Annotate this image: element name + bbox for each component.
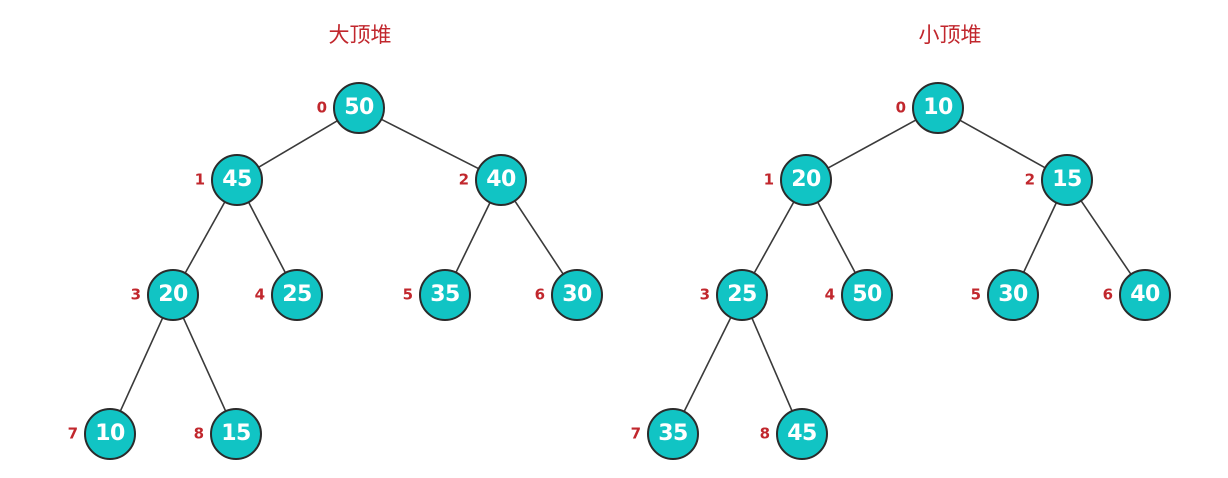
tree-node[interactable]: 45 (776, 408, 828, 460)
tree-node-index-label: 7 (67, 424, 78, 443)
tree-edge (751, 317, 793, 412)
tree-node[interactable]: 20 (147, 269, 199, 321)
tree-node[interactable]: 25 (716, 269, 768, 321)
tree-node-index-label: 1 (194, 170, 205, 189)
tree-node-value: 30 (562, 282, 592, 307)
tree-title-max-heap: 大顶堆 (328, 23, 392, 47)
tree-node-index-label: 5 (970, 285, 981, 304)
tree-node-value: 10 (923, 95, 953, 120)
tree-node[interactable]: 45 (211, 154, 263, 206)
tree-edge (184, 201, 226, 274)
tree-node-index-label: 2 (1024, 170, 1035, 189)
tree-node-value: 50 (344, 95, 374, 120)
tree-node[interactable]: 30 (551, 269, 603, 321)
tree-node-value: 45 (222, 167, 252, 192)
tree-node-value: 45 (787, 421, 817, 446)
tree-node[interactable]: 40 (475, 154, 527, 206)
tree-node[interactable]: 35 (647, 408, 699, 460)
tree-edge (683, 317, 732, 412)
tree-edge (817, 201, 856, 274)
tree-node-value: 25 (282, 282, 312, 307)
tree-node-value: 40 (1130, 282, 1160, 307)
tree-node-index-label: 8 (193, 424, 204, 443)
tree-edge (380, 118, 480, 170)
tree-edge (1022, 202, 1058, 273)
tree-node[interactable]: 10 (84, 408, 136, 460)
tree-node[interactable]: 15 (210, 408, 262, 460)
tree-node-index-label: 3 (130, 285, 141, 304)
tree-node-index-label: 6 (534, 285, 545, 304)
tree-edge (514, 200, 564, 275)
tree-node-index-label: 3 (699, 285, 710, 304)
tree-node-value: 35 (430, 282, 460, 307)
tree-edge (119, 317, 164, 412)
tree-edge (247, 201, 287, 274)
tree-node-value: 15 (221, 421, 251, 446)
tree-node-value: 10 (95, 421, 125, 446)
tree-node[interactable]: 10 (912, 82, 964, 134)
tree-node-value: 35 (658, 421, 688, 446)
tree-node[interactable]: 25 (271, 269, 323, 321)
tree-node[interactable]: 30 (987, 269, 1039, 321)
tree-node-index-label: 4 (254, 285, 265, 304)
tree-edge (1080, 200, 1132, 275)
tree-node-value: 30 (998, 282, 1028, 307)
tree-node-value: 40 (486, 167, 516, 192)
tree-node-index-label: 8 (759, 424, 770, 443)
tree-node-value: 20 (158, 282, 188, 307)
tree-node-index-label: 0 (316, 98, 327, 117)
tree-node[interactable]: 50 (333, 82, 385, 134)
tree-node[interactable]: 15 (1041, 154, 1093, 206)
tree-node-index-label: 1 (763, 170, 774, 189)
tree-node[interactable]: 35 (419, 269, 471, 321)
tree-node[interactable]: 50 (841, 269, 893, 321)
tree-edge (258, 120, 338, 168)
tree-node-index-label: 4 (824, 285, 835, 304)
tree-edge (753, 201, 795, 274)
tree-node-index-label: 7 (630, 424, 641, 443)
tree-node-index-label: 2 (458, 170, 469, 189)
tree-node[interactable]: 40 (1119, 269, 1171, 321)
tree-edge (182, 317, 227, 412)
tree-node-index-label: 0 (895, 98, 906, 117)
tree-node-value: 20 (791, 167, 821, 192)
tree-edge (827, 119, 917, 169)
tree-title-min-heap: 小顶堆 (918, 23, 982, 47)
tree-node-index-label: 6 (1102, 285, 1113, 304)
tree-node-value: 25 (727, 282, 757, 307)
tree-node[interactable]: 20 (780, 154, 832, 206)
tree-edge (959, 119, 1046, 169)
tree-node-value: 50 (852, 282, 882, 307)
tree-edge (455, 202, 491, 273)
tree-node-value: 15 (1052, 167, 1082, 192)
tree-node-index-label: 5 (402, 285, 413, 304)
